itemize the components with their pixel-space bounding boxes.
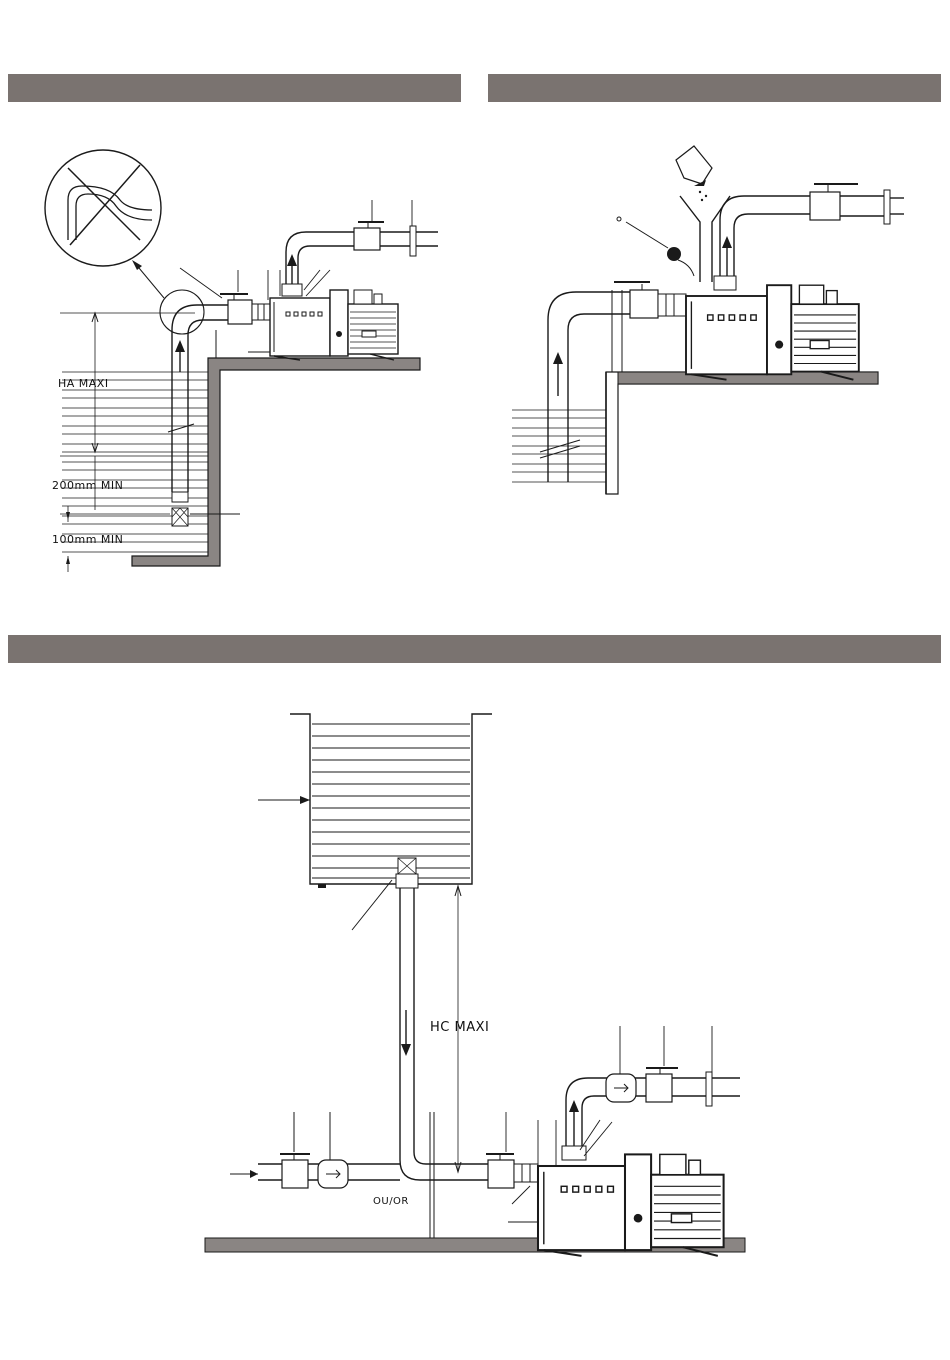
section3-alt-valve xyxy=(282,1160,308,1188)
ha-maxi-label: HA MAXI xyxy=(58,377,109,390)
ou-or-label: OU/OR xyxy=(373,1196,409,1207)
section1-inlet-valve xyxy=(228,300,252,324)
hc-maxi-label: HC MAXI xyxy=(430,1020,489,1035)
section2-filler-plug xyxy=(667,247,681,261)
section2-discharge-pipe xyxy=(680,196,810,282)
min-200-label: 200mm MIN xyxy=(52,479,123,492)
section1-suction-installation xyxy=(45,150,438,572)
section3-inlet-valve xyxy=(488,1160,514,1188)
section3-outlet-valve xyxy=(646,1074,672,1102)
section3-water-lines xyxy=(312,724,470,878)
min-100-label: 100mm MIN xyxy=(52,533,123,546)
section1-outlet-valve xyxy=(354,228,380,250)
section3-tank xyxy=(290,714,492,884)
section2-outlet-valve xyxy=(810,192,840,220)
section2-pouring-jug xyxy=(676,146,712,184)
section2-priming xyxy=(512,146,904,494)
section2-ground xyxy=(606,372,878,494)
section1-foot-valve xyxy=(172,492,188,502)
section2-inlet-valve xyxy=(630,290,658,318)
section3-load-installation xyxy=(205,714,745,1256)
